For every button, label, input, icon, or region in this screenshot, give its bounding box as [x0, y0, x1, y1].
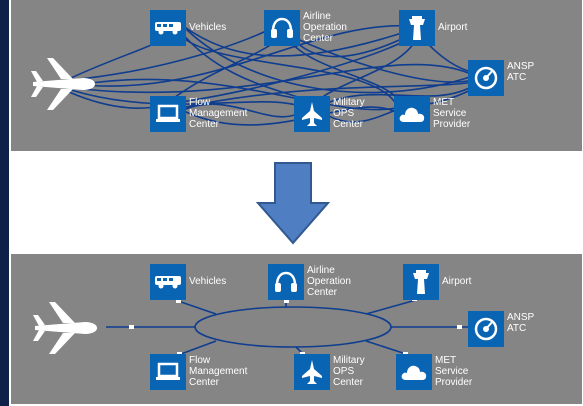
label-line: ATC: [507, 72, 527, 83]
laptop-icon: [150, 354, 186, 390]
label-line: Service: [433, 108, 467, 119]
control-tower-icon: [399, 10, 435, 46]
connector-dot: [129, 325, 134, 329]
label-line: Management: [189, 108, 248, 119]
node-military-ops-center: Military OPS Center: [294, 96, 365, 132]
node-label: Airport: [442, 276, 471, 287]
connector-dot: [457, 325, 462, 329]
label-line: Center: [333, 119, 364, 130]
node-label: Vehicles: [189, 22, 226, 33]
label-line: ANSP: [507, 61, 535, 72]
node-label: MET Service Provider: [435, 355, 472, 388]
node-label: Military OPS Center: [333, 355, 365, 388]
label-line: Center: [307, 287, 338, 298]
label-line: Center: [333, 377, 364, 388]
node-label: Airport: [438, 22, 467, 33]
node-ansp-atc: ANSP ATC: [468, 311, 534, 347]
label-line: Military: [333, 355, 365, 366]
node-airport: Airport: [403, 264, 471, 300]
radar-dish-icon: [468, 60, 504, 96]
node-met-service-provider: MET Service Provider: [396, 354, 472, 390]
cloud-icon: [394, 96, 430, 132]
label-line: Operation: [303, 22, 347, 33]
node-label: Airline Operation Center: [307, 265, 351, 298]
shared-ring: [194, 306, 392, 348]
label-line: Operation: [307, 276, 351, 287]
label-line: Vehicles: [189, 276, 227, 287]
shared-ring-links: [106, 297, 471, 356]
node-label: Flow Management Center: [189, 355, 247, 388]
node-label: Vehicles: [189, 276, 226, 287]
radar-dish-icon: [468, 311, 504, 347]
label-line: ANSP: [507, 312, 535, 323]
cloud-icon: [396, 354, 432, 390]
node-vehicles: Vehicles: [150, 264, 226, 300]
label-line: Center: [303, 33, 334, 44]
node-label: Military OPS Center: [333, 97, 365, 130]
node-flow-management-center: Flow Management Center: [150, 96, 247, 132]
node-flow-management-center: Flow Management Center: [150, 354, 247, 390]
label-line: Center: [189, 377, 220, 388]
before-panel: Vehicles Airline Operation Center Airpor…: [11, 0, 582, 151]
node-label: Flow Management Center: [189, 97, 247, 130]
node-met-service-provider: MET Service Provider: [394, 96, 470, 132]
bus-icon: [150, 10, 186, 46]
fighter-jet-icon: [294, 354, 330, 390]
node-airline-operation-center: Airline Operation Center: [268, 264, 351, 300]
label-line: Military: [333, 97, 365, 108]
airplane-icon: [31, 56, 97, 117]
label-line: Airport: [438, 22, 468, 33]
connector-dot: [284, 299, 289, 303]
label-line: Flow: [189, 97, 211, 108]
label-line: Airport: [442, 276, 472, 287]
headset-icon: [268, 264, 304, 300]
laptop-icon: [150, 96, 186, 132]
bus-icon: [150, 264, 186, 300]
label-line: Provider: [435, 377, 473, 388]
label-line: Flow: [189, 355, 211, 366]
node-vehicles: Vehicles: [150, 10, 226, 46]
control-tower-icon: [403, 264, 439, 300]
label-line: Management: [189, 366, 248, 377]
label-line: OPS: [333, 108, 355, 119]
node-label: ANSP ATC: [507, 312, 534, 334]
node-label: Airline Operation Center: [303, 11, 347, 44]
label-line: Vehicles: [189, 22, 227, 33]
headset-icon: [264, 10, 300, 46]
label-line: Provider: [433, 119, 471, 130]
label-line: Airline: [307, 265, 335, 276]
connector-dot: [176, 299, 181, 303]
node-airline-operation-center: Airline Operation Center: [264, 10, 347, 46]
airplane-icon: [33, 300, 99, 361]
left-edge-strip: [0, 0, 9, 406]
after-panel: Vehicles Airline Operation Center Airpor…: [11, 254, 582, 404]
spoke-line: [180, 340, 217, 355]
node-label: MET Service Provider: [433, 97, 470, 130]
label-line: ATC: [507, 323, 527, 334]
spoke-line: [365, 299, 417, 315]
spoke-line: [365, 340, 407, 355]
label-line: MET: [433, 97, 455, 108]
label-line: Service: [435, 366, 469, 377]
node-ansp-atc: ANSP ATC: [468, 60, 534, 96]
node-label: ANSP ATC: [507, 61, 534, 83]
transition-arrow: [255, 161, 331, 250]
fighter-jet-icon: [294, 96, 330, 132]
down-arrow-icon: [255, 162, 331, 245]
node-airport: Airport: [399, 10, 467, 46]
label-line: Airline: [303, 11, 331, 22]
node-military-ops-center: Military OPS Center: [294, 354, 365, 390]
label-line: MET: [435, 355, 457, 366]
spoke-line: [180, 301, 217, 315]
label-line: OPS: [333, 366, 355, 377]
label-line: Center: [189, 119, 220, 130]
